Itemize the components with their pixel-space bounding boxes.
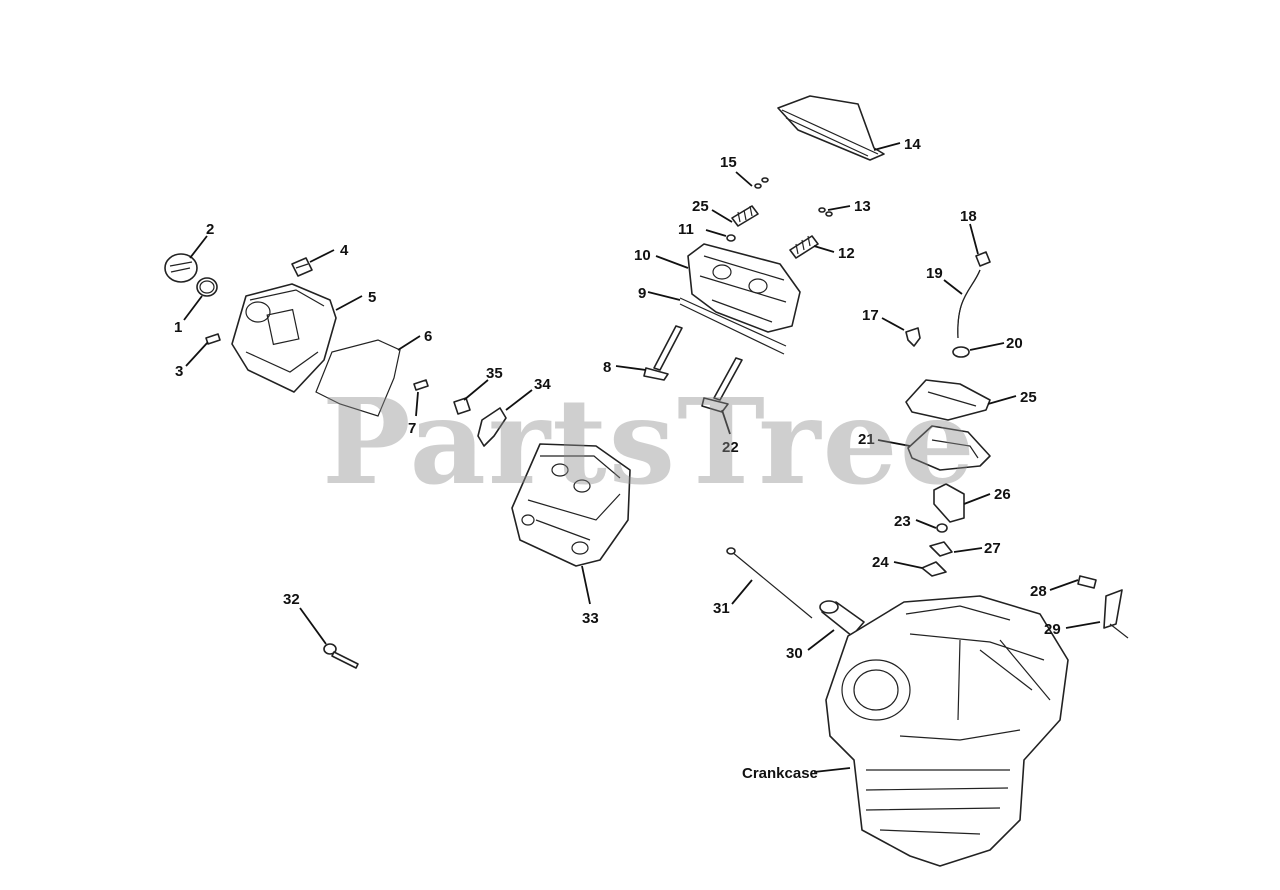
callout-5: 5	[368, 289, 376, 306]
callout-32: 32	[283, 591, 300, 608]
spring-retainer[interactable]	[726, 234, 736, 242]
cylinder-head-33[interactable]	[511, 443, 631, 567]
callout-15: 15	[720, 154, 737, 171]
rocker-arm[interactable]	[477, 407, 507, 447]
valve-8[interactable]	[643, 325, 683, 381]
breather-cover[interactable]	[905, 379, 991, 421]
leader-lines	[183, 142, 1101, 773]
callout-1: 1	[174, 319, 182, 336]
screw-17[interactable]	[905, 327, 921, 347]
bolt-28[interactable]	[1077, 575, 1097, 589]
head-gasket[interactable]	[679, 297, 787, 355]
oil-fill-cap[interactable]	[164, 253, 198, 283]
callout-9: 9	[638, 285, 646, 302]
valve-spring-12[interactable]	[789, 235, 819, 259]
callout-25-right: 25	[1020, 389, 1037, 406]
bracket-29[interactable]	[1103, 589, 1129, 639]
washer-24[interactable]	[921, 561, 947, 577]
cylinder-head-10[interactable]	[687, 243, 801, 333]
callout-29: 29	[1044, 621, 1061, 638]
o-ring[interactable]	[196, 277, 218, 297]
callout-labels: 2 1 3 4 5 6 7 35 34 33 32 14 15 13 25 11…	[174, 136, 1061, 782]
valve-keepers-13[interactable]	[818, 207, 833, 217]
callout-27: 27	[984, 540, 1001, 557]
washer-27[interactable]	[929, 541, 953, 557]
callout-6: 6	[424, 328, 432, 345]
breather-hose[interactable]	[957, 269, 981, 339]
callout-14: 14	[904, 136, 921, 153]
callout-13: 13	[854, 198, 871, 215]
breather-fitting[interactable]	[291, 257, 313, 277]
callout-8: 8	[603, 359, 611, 376]
callout-crankcase: Crankcase	[742, 765, 818, 782]
callout-25-top: 25	[692, 198, 709, 215]
callout-11: 11	[678, 221, 694, 238]
callout-30: 30	[786, 645, 803, 662]
callout-10: 10	[634, 247, 651, 264]
bolt-7[interactable]	[413, 379, 429, 391]
callout-33: 33	[582, 610, 599, 627]
callout-20: 20	[1006, 335, 1023, 352]
callout-31: 31	[713, 600, 730, 617]
valve-22[interactable]	[701, 357, 743, 413]
callout-26: 26	[994, 486, 1011, 503]
breather-reed-26[interactable]	[933, 483, 965, 523]
callout-19: 19	[926, 265, 943, 282]
callout-21: 21	[858, 431, 875, 448]
valve-spring-25[interactable]	[731, 205, 759, 227]
crankcase[interactable]	[825, 595, 1069, 867]
callout-12: 12	[838, 245, 855, 262]
hose-fitting-18[interactable]	[975, 251, 991, 267]
valve-lifter[interactable]	[819, 600, 865, 637]
callout-28: 28	[1030, 583, 1047, 600]
top-cover[interactable]	[777, 95, 885, 161]
callout-22: 22	[722, 439, 739, 456]
breather-gasket[interactable]	[907, 425, 991, 471]
callout-18: 18	[960, 208, 977, 225]
hose-clamp[interactable]	[952, 346, 970, 358]
callout-7: 7	[408, 420, 416, 437]
callout-2: 2	[206, 221, 214, 238]
valve-keepers-15[interactable]	[754, 177, 769, 189]
callout-23: 23	[894, 513, 911, 530]
callout-24: 24	[872, 554, 889, 571]
callout-4: 4	[340, 242, 349, 259]
valve-cover[interactable]	[231, 283, 337, 393]
callout-35: 35	[486, 365, 503, 382]
screw-23[interactable]	[936, 523, 948, 533]
push-rod[interactable]	[726, 547, 813, 619]
callout-34: 34	[534, 376, 551, 393]
head-bolt[interactable]	[323, 643, 359, 669]
valve-cover-gasket[interactable]	[315, 339, 401, 417]
callout-3: 3	[175, 363, 183, 380]
nut-35[interactable]	[453, 397, 471, 415]
callout-17: 17	[862, 307, 879, 324]
